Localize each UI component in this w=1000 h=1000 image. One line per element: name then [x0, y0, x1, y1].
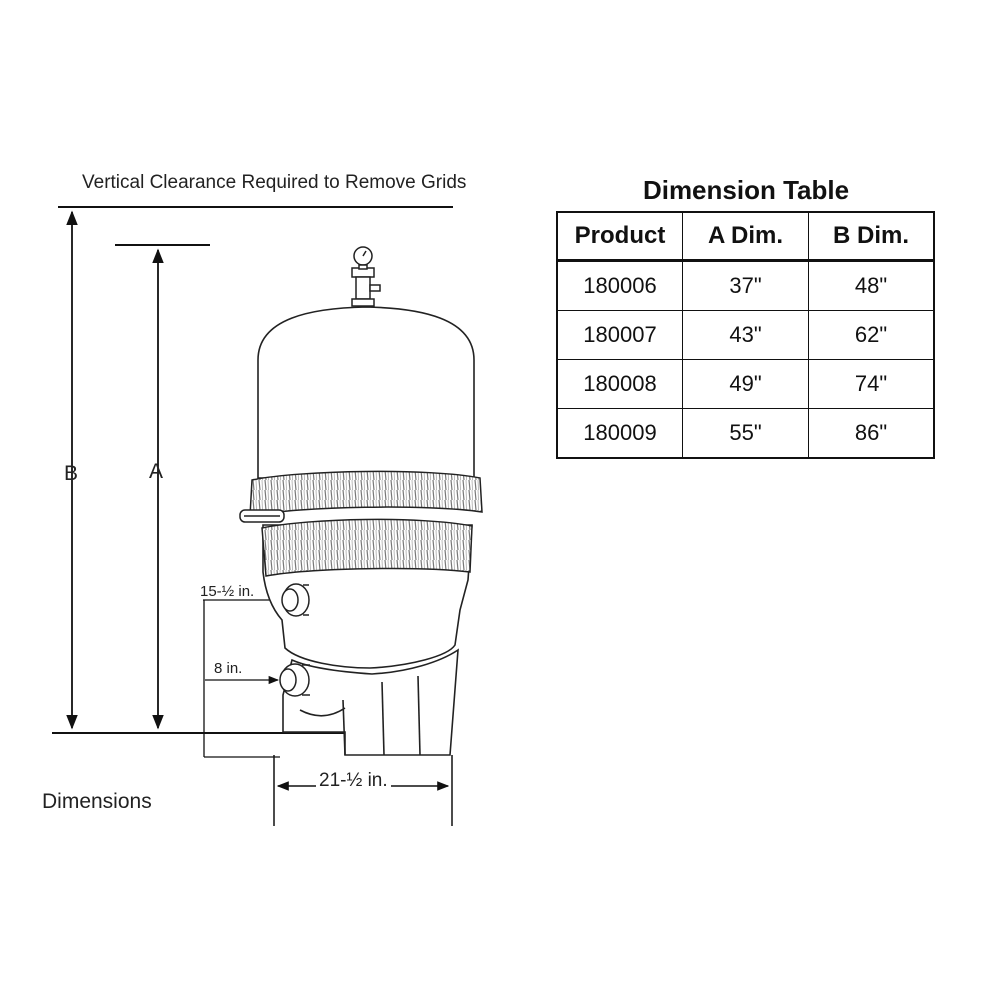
table-row: 180006 37" 48" [556, 260, 935, 311]
cell-a-dim: 55" [682, 408, 809, 459]
header-product: Product [556, 211, 683, 262]
cell-a-dim: 37" [682, 260, 809, 311]
cell-a-dim: 49" [682, 359, 809, 409]
dimension-table: Product A Dim. B Dim. 180006 37" 48" 180… [556, 211, 935, 459]
outlet-port-icon [279, 663, 310, 697]
header-b-dim: B Dim. [808, 211, 935, 262]
cell-b-dim: 86" [808, 408, 935, 459]
cell-b-dim: 62" [808, 310, 935, 360]
dim-b-label: B [64, 462, 79, 485]
cell-product: 180008 [556, 359, 683, 409]
clamp-band-icon [249, 470, 483, 577]
cell-b-dim: 48" [808, 260, 935, 311]
air-relief-valve-icon [351, 276, 381, 307]
cell-product: 180007 [556, 310, 683, 360]
table-row: 180009 55" 86" [556, 408, 935, 459]
cell-product: 180006 [556, 260, 683, 311]
cell-product: 180009 [556, 408, 683, 459]
height-8-label: 8 in. [214, 660, 243, 677]
filter-tank [257, 306, 475, 756]
cell-a-dim: 43" [682, 310, 809, 360]
table-row: 180008 49" 74" [556, 359, 935, 409]
width-label: 21-½ in. [316, 770, 391, 792]
height-15-label: 15-½ in. [200, 583, 255, 600]
inlet-port-icon [281, 583, 310, 617]
dim-a-label: A [149, 460, 164, 483]
clamp-handle-icon [239, 509, 285, 523]
cell-b-dim: 74" [808, 359, 935, 409]
diagram-caption: Dimensions [42, 790, 152, 813]
clearance-label: Vertical Clearance Required to Remove Gr… [82, 172, 467, 193]
header-a-dim: A Dim. [682, 211, 809, 262]
table-header-row: Product A Dim. B Dim. [556, 211, 935, 262]
table-title: Dimension Table [642, 175, 850, 205]
pressure-gauge-icon [351, 246, 375, 278]
table-row: 180007 43" 62" [556, 310, 935, 360]
